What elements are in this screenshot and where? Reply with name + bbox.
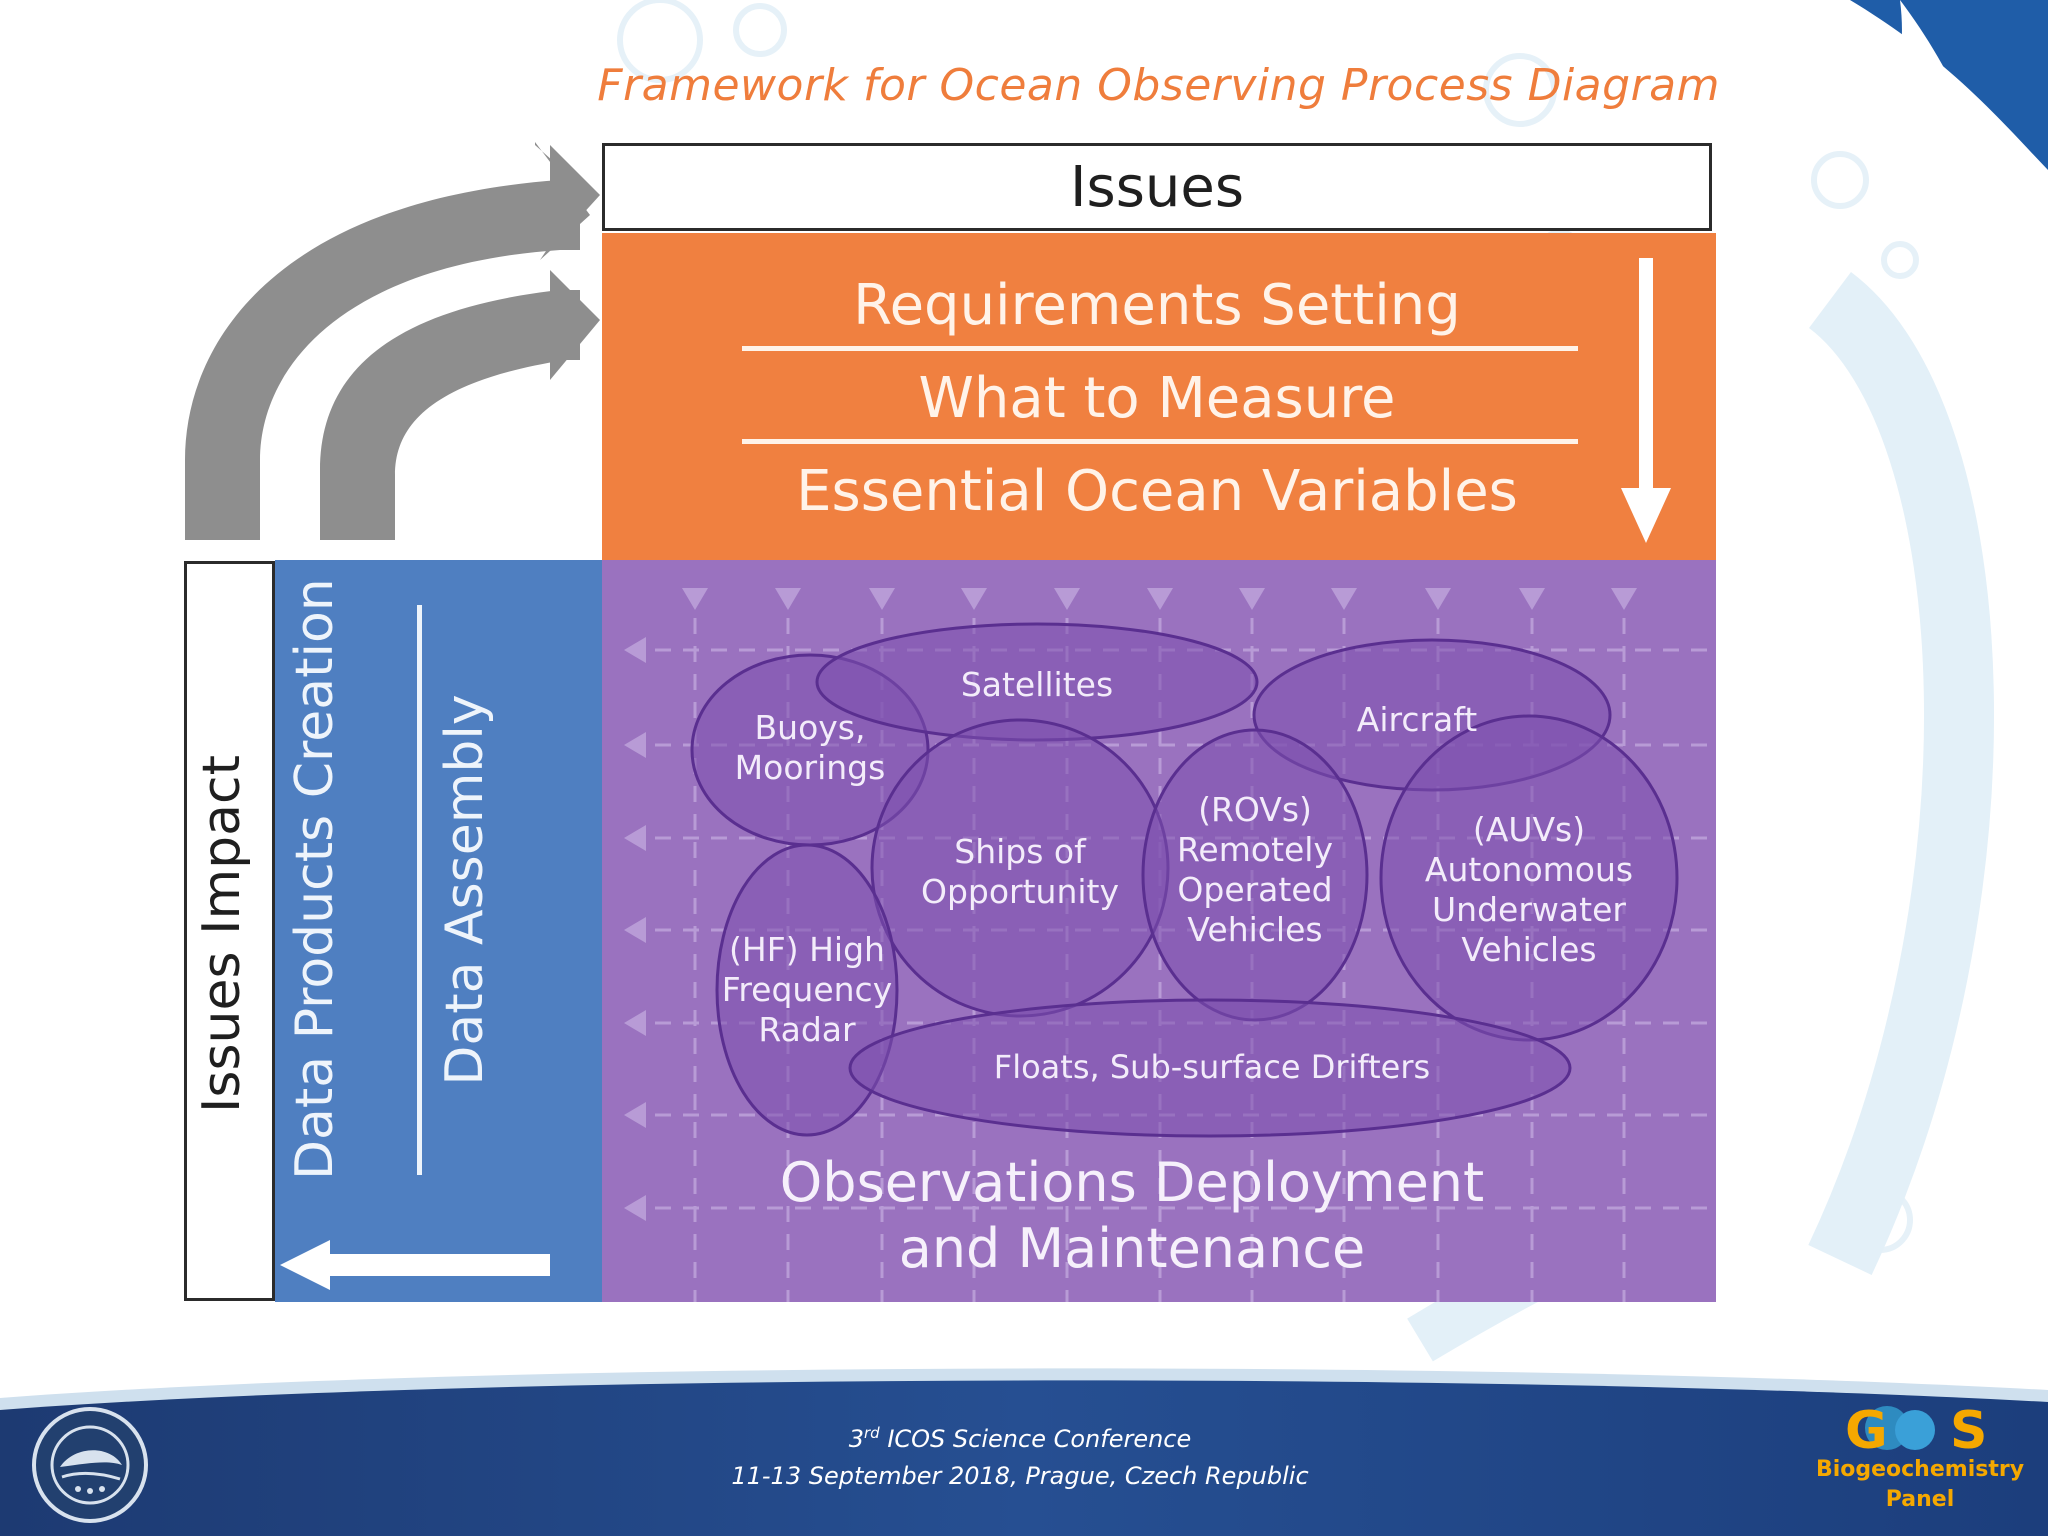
observations-line-2: and Maintenance [898, 1217, 1366, 1280]
auvs-line-3: Underwater [1432, 890, 1626, 929]
goos-panel-line-2: Panel [1885, 1487, 1955, 1512]
ships-line-1: Ships of [954, 832, 1086, 871]
rovs-label: (ROVs) Remotely Operated Vehicles [1155, 790, 1355, 950]
arc-inner [320, 290, 580, 540]
observations-grid [624, 588, 1716, 1302]
aircraft-label: Aircraft [1356, 700, 1478, 739]
hf-line-1: (HF) High [729, 930, 885, 969]
requirements-setting-label: Requirements Setting [853, 273, 1461, 338]
data-products-box: Data Products Creation Data Assembly [275, 560, 602, 1302]
issues-impact-label: Issues Impact [192, 755, 252, 1113]
goos-logo: G S [1845, 1401, 1987, 1458]
conference-name: ICOS Science Conference [879, 1425, 1192, 1453]
buoys-line-2: Moorings [734, 748, 886, 787]
data-products-creation-label: Data Products Creation [285, 578, 345, 1180]
observations-box: Satellites Buoys, Moorings Aircraft Ship… [602, 560, 1716, 1302]
auvs-line-1: (AUVs) [1472, 810, 1586, 849]
conference-superscript: rd [864, 1424, 880, 1442]
auvs-line-2: Autonomous [1424, 850, 1634, 889]
arc-outer [185, 142, 590, 540]
hf-radar-label: (HF) High Frequency Radar [712, 930, 902, 1050]
feedback-arcs [185, 142, 600, 540]
data-assembly-label: Data Assembly [435, 694, 495, 1086]
ioccp-logo [32, 1407, 148, 1523]
conference-dates: 11-13 September 2018, Prague, Czech Repu… [731, 1462, 1309, 1490]
down-arrow-icon [1621, 258, 1671, 543]
observations-line-1: Observations Deployment [779, 1151, 1485, 1214]
diagram-title: Framework for Ocean Observing Process Di… [597, 60, 1720, 111]
ships-line-2: Opportunity [920, 872, 1120, 911]
goos-panel-label: Biogeochemistry Panel [1800, 1455, 2040, 1515]
hf-line-2: Frequency [721, 970, 893, 1009]
footer-band [0, 1368, 2048, 1536]
svg-text:S: S [1950, 1401, 1987, 1458]
hf-line-3: Radar [758, 1010, 856, 1049]
conference-title: 3rd ICOS Science Conference [560, 1424, 1480, 1453]
buoys-line-1: Buoys, [754, 708, 866, 747]
requirements-divider-2 [742, 439, 1578, 444]
rovs-line-2: Remotely [1176, 830, 1334, 869]
satellites-label: Satellites [960, 665, 1114, 704]
requirements-divider-1 [742, 346, 1578, 351]
floats-ellipse [848, 998, 1572, 1138]
issues-box: Issues [602, 143, 1712, 231]
left-arrow-icon [280, 1240, 550, 1290]
conference-number: 3 [848, 1425, 864, 1453]
floats-label: Floats, Sub-surface Drifters [993, 1048, 1431, 1086]
issues-label: Issues [1070, 154, 1244, 220]
what-to-measure-label: What to Measure [918, 366, 1396, 431]
auvs-label: (AUVs) Autonomous Underwater Vehicles [1414, 810, 1644, 970]
buoys-moorings-label: Buoys, Moorings [720, 708, 900, 788]
rovs-line-3: Operated [1177, 870, 1333, 909]
essential-ocean-variables-label: Essential Ocean Variables [796, 459, 1518, 524]
observations-label: Observations Deployment and Maintenance [702, 1150, 1562, 1282]
rovs-line-4: Vehicles [1187, 910, 1323, 949]
issues-impact-box: Issues Impact [184, 561, 275, 1301]
svg-text:G: G [1845, 1401, 1888, 1458]
auvs-line-4: Vehicles [1461, 930, 1597, 969]
blue-divider [417, 605, 422, 1175]
ships-of-opportunity-label: Ships of Opportunity [910, 832, 1130, 912]
goos-panel-line-1: Biogeochemistry [1815, 1457, 2025, 1482]
requirements-box: Requirements Setting What to Measure Ess… [602, 233, 1716, 560]
rovs-line-1: (ROVs) [1198, 790, 1312, 829]
